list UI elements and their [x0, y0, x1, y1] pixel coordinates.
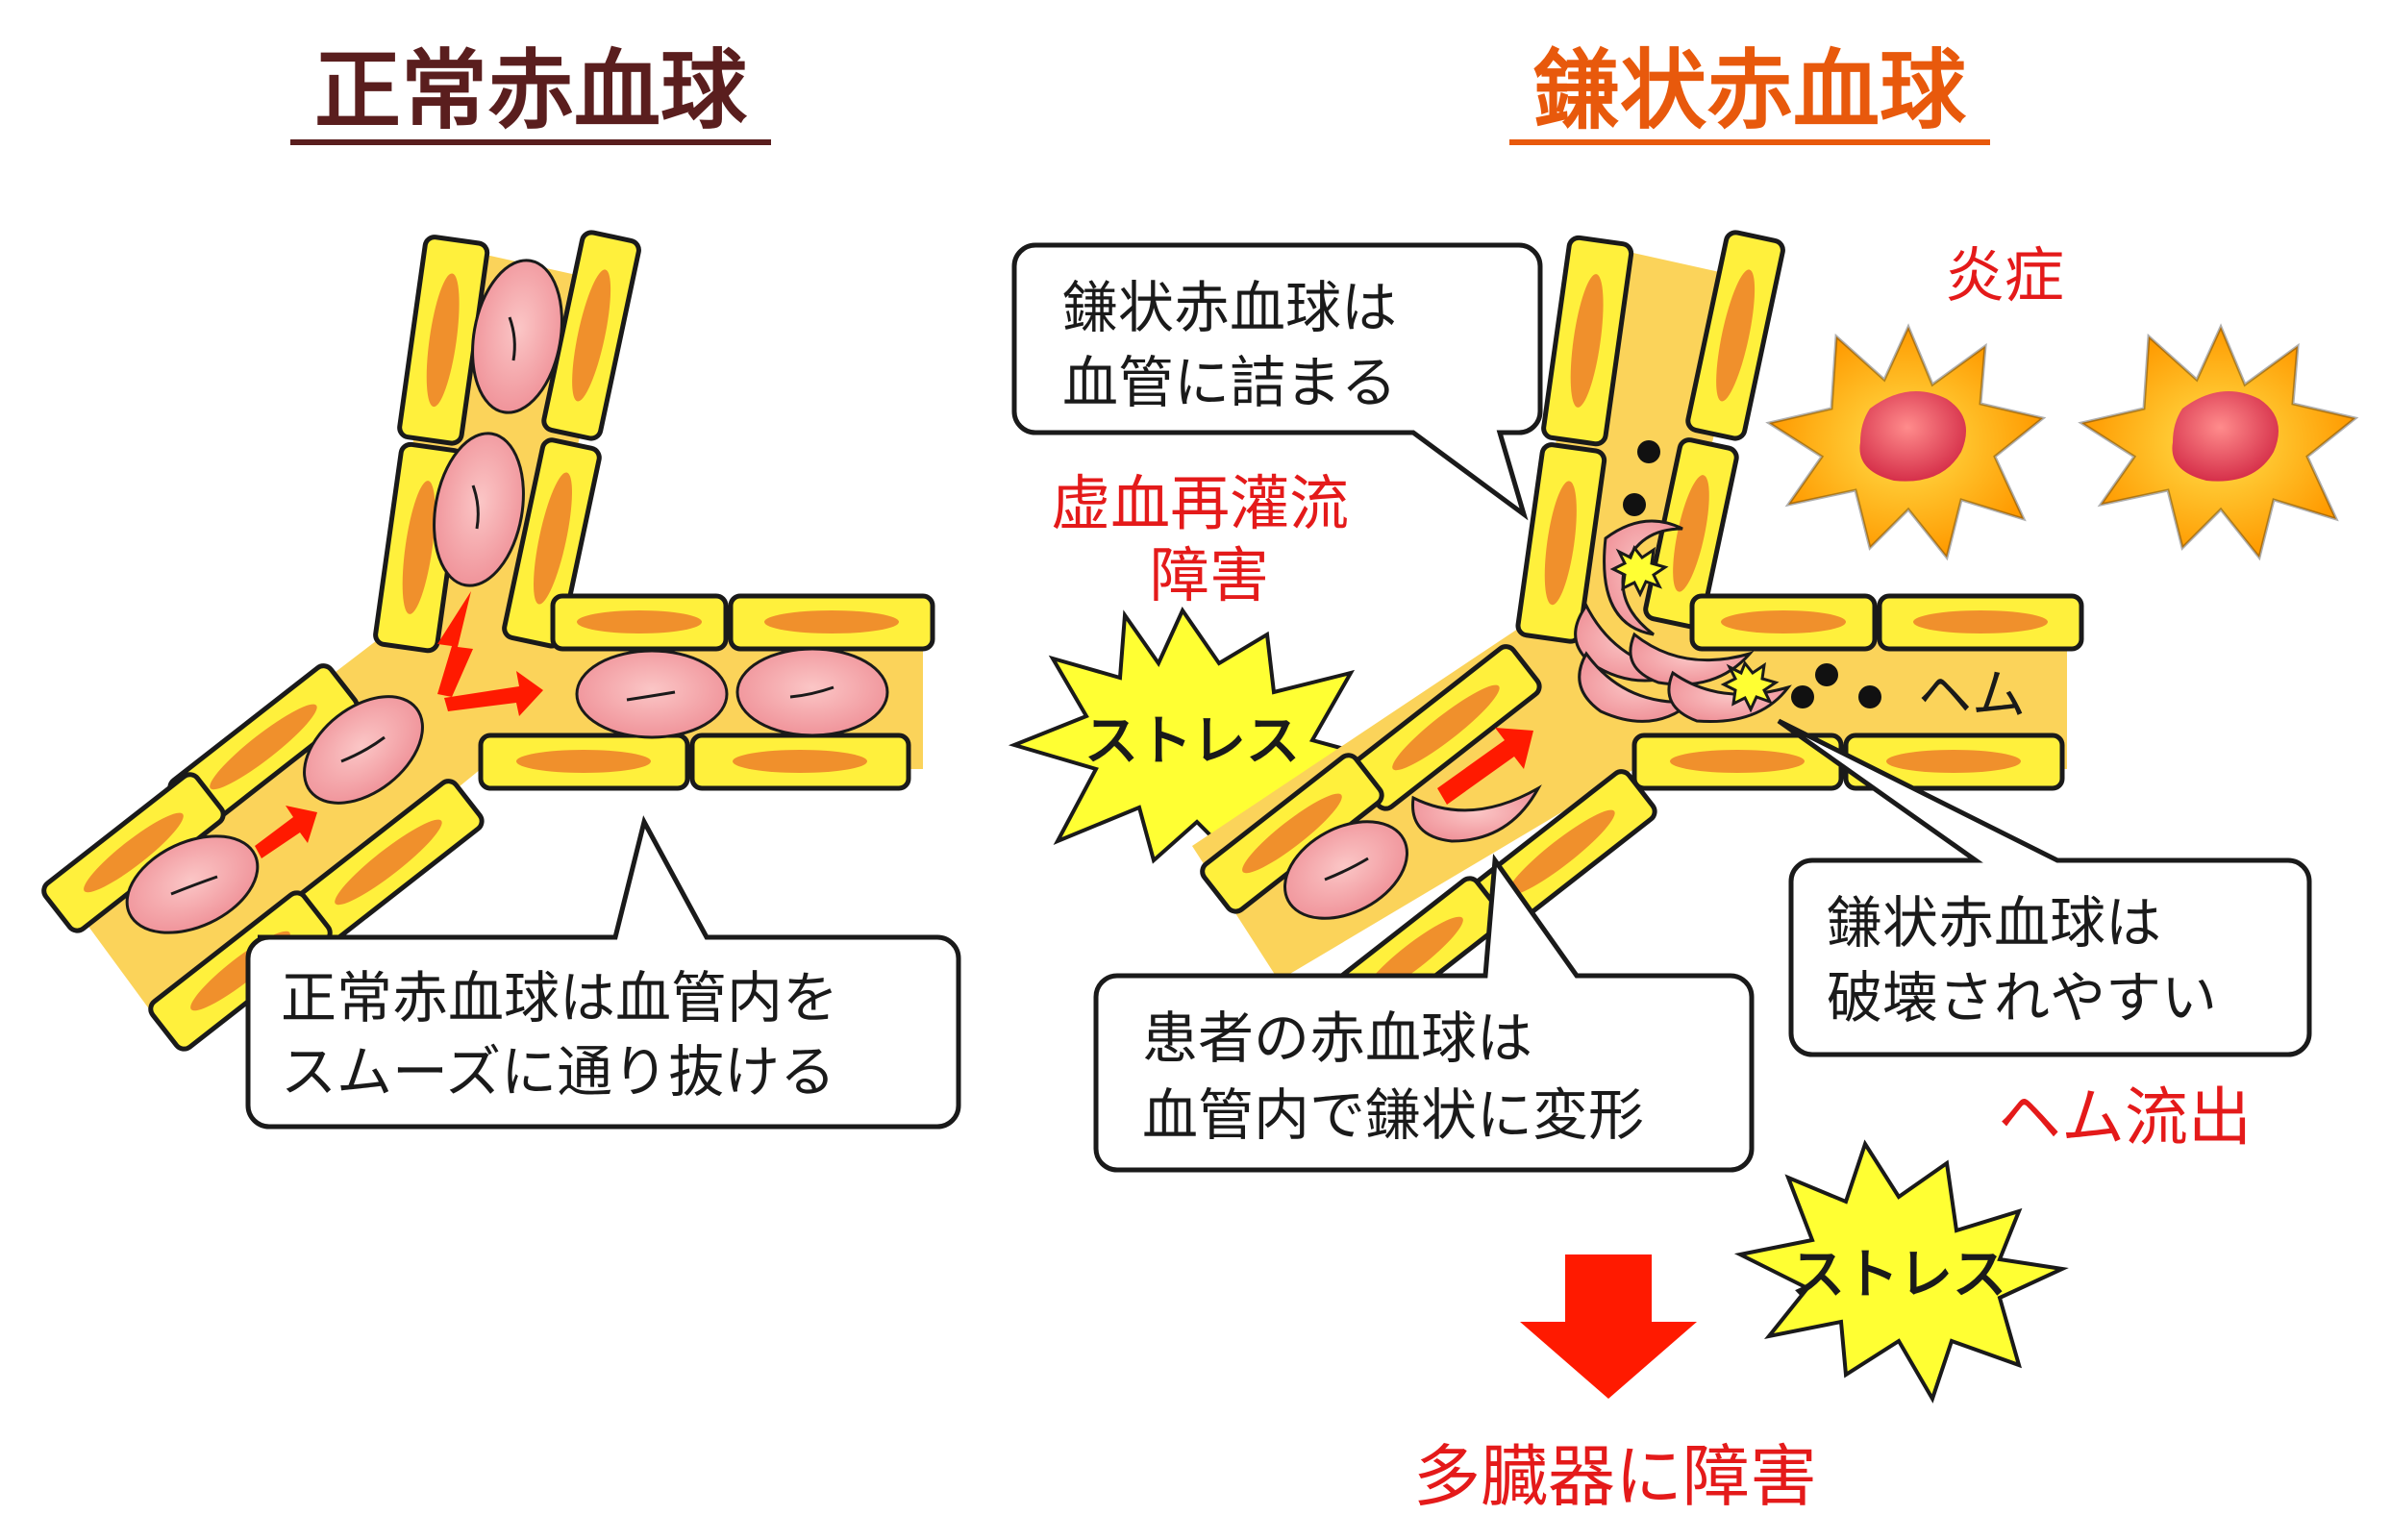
callout-sickle-fragile: 鎌状赤血球は 破壊されやすい: [1777, 718, 2312, 1057]
normal-red-blood-cells: [125, 259, 889, 934]
callout-line: スムーズに通り抜ける: [281, 1039, 835, 1105]
normal-vessel-diagram: 正常赤血球は血管内を スムーズに通り抜ける 正常赤血球: [41, 40, 961, 1130]
rbc: [125, 834, 260, 934]
small-burst-icon: [1720, 660, 1780, 713]
inflammation-cell: [1765, 323, 2047, 561]
flow-arrow: [1437, 728, 1533, 805]
flow-arrows: [255, 591, 543, 858]
callout-line: 患者の赤血球は: [1142, 1006, 1532, 1071]
rbc: [303, 695, 424, 805]
heme-label: ヘム: [1918, 664, 2026, 727]
normal-title: 正常赤血球: [314, 40, 748, 141]
svg-text:虚血再灌流 障害: 虚血再灌流 障害: [1051, 468, 1368, 610]
callout-line: 破壊されやすい: [1827, 965, 2217, 1031]
stress-burst: [1733, 1139, 2069, 1403]
sickle-cell: [1667, 670, 1792, 724]
heme-dot: [1815, 663, 1838, 686]
organ-damage-label: 多臓器に障害: [1413, 1437, 1817, 1516]
callout-line: 鎌状赤血球は: [1827, 890, 2161, 956]
svg-text:患者の赤血球は 血管内で鎌状に変形: 患者の赤血球は 血管内で鎌状に変形: [1142, 1006, 1644, 1148]
callout-normal-flow: 正常赤血球は血管内を スムーズに通り抜ける: [245, 815, 961, 1130]
rbc: [433, 432, 525, 587]
sickle-title: 鎌状赤血球: [1533, 40, 1967, 141]
sickle-cell: [1578, 651, 1697, 723]
svg-text:鎌状赤血球は 破壊されやすい: 鎌状赤血球は 破壊されやすい: [1827, 890, 2217, 1031]
down-arrow-icon: [1520, 1254, 1697, 1399]
sickle-cell: [1574, 603, 1688, 683]
ischemia-label: 障害: [1150, 540, 1269, 610]
ischemia-label: 虚血再灌流: [1051, 468, 1349, 538]
sickle-cell: [1629, 632, 1755, 686]
heme-dot: [1791, 685, 1814, 708]
svg-text:鎌状赤血球は 血管に詰まる: 鎌状赤血球は 血管に詰まる: [1062, 275, 1414, 415]
heme-release-label: ヘム流出: [1998, 1080, 2252, 1155]
heme-dot: [1858, 685, 1881, 708]
callout-line: 正常赤血球は血管内を: [281, 965, 838, 1031]
callout-line: 血管に詰まる: [1062, 350, 1397, 415]
flow-arrow: [444, 671, 543, 716]
small-bursts: [1609, 545, 1780, 713]
callout-sickle-clog: 鎌状赤血球は 血管に詰まる: [1011, 242, 1543, 521]
rbc: [1283, 820, 1408, 920]
inflammation-label: 炎症: [1945, 240, 2064, 310]
heme-dots: [1623, 440, 1881, 708]
inflammation-cell: [2078, 323, 2359, 561]
small-burst-icon: [1609, 545, 1669, 598]
sickle-cell: [1411, 784, 1542, 843]
rbc: [575, 649, 729, 739]
flow-arrow: [437, 591, 473, 697]
svg-text:正常赤血球は血管内を スムーズに通り抜ける: 正常赤血球は血管内を スムーズに通り抜ける: [281, 965, 856, 1105]
sickle-vessel-diagram: ヘム 鎌状赤血球は 血管に詰まる 患者の赤血球は 血管内で鎌状に変形 鎌状赤血球…: [1011, 40, 2359, 1516]
callout-sickle-deform: 患者の赤血球は 血管内で鎌状に変形: [1093, 853, 1755, 1173]
callout-line: 血管内で鎌状に変形: [1142, 1082, 1644, 1148]
rbc: [735, 647, 889, 737]
callout-line: 鎌状赤血球は: [1062, 275, 1397, 340]
flow-arrow: [255, 806, 317, 858]
heme-dot: [1623, 493, 1646, 516]
stress-label: ストレス: [1084, 710, 1300, 773]
heme-dot: [1637, 440, 1660, 463]
stress-label: ストレス: [1791, 1244, 2006, 1306]
rbc: [471, 259, 563, 414]
